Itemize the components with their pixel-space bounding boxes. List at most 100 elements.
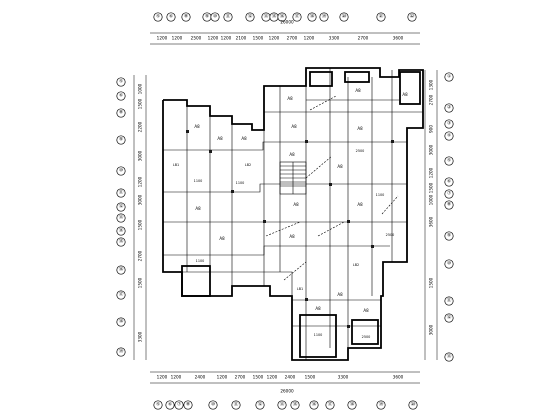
column bbox=[186, 130, 189, 133]
bottom-axis-bubble: ⑪ bbox=[231, 400, 241, 410]
left-axis-bubble: ⑫ bbox=[116, 202, 126, 212]
svg-text:⑭: ⑭ bbox=[119, 227, 124, 234]
left-axis-bubble: ⑭ bbox=[116, 226, 126, 236]
dimension-value: 2700 bbox=[358, 36, 369, 41]
top-axis-bubble: ⑨ bbox=[202, 12, 212, 22]
room-label: A8 bbox=[293, 202, 299, 207]
top-axis-bubble: ⑪ bbox=[223, 12, 233, 22]
svg-text:⑥: ⑥ bbox=[168, 402, 172, 408]
inner-wall bbox=[163, 245, 390, 256]
column bbox=[305, 298, 308, 301]
svg-text:①: ① bbox=[447, 74, 451, 80]
svg-text:⑳: ⑳ bbox=[342, 13, 347, 20]
svg-text:⑱: ⑱ bbox=[350, 401, 355, 408]
dimension-total: 26000 bbox=[280, 20, 294, 25]
svg-text:⑬: ⑬ bbox=[280, 401, 285, 408]
dimension-value: 1200 bbox=[157, 375, 168, 380]
right-axis-bubbles: ① ② ③ ④ ⑤ ⑥ ⑦ ⑧ ⑨ ⑩ ⑪ ⑫ ⑬ bbox=[444, 72, 454, 362]
dimension-value: 1200 bbox=[157, 36, 168, 41]
dimension-value: 1200 bbox=[269, 36, 280, 41]
right-axis-bubble: ⑧ bbox=[444, 200, 454, 210]
column bbox=[209, 150, 212, 153]
svg-text:⑨: ⑨ bbox=[447, 233, 451, 239]
right-axis-bubble: ① bbox=[444, 72, 454, 82]
dimension-value: 2700 bbox=[429, 94, 434, 105]
diagonal-beam bbox=[283, 261, 307, 281]
dimension-value: 2700 bbox=[287, 36, 298, 41]
diagonal-beam bbox=[305, 155, 333, 179]
bottom-axis-bubble: ⑯ bbox=[309, 400, 319, 410]
beam-note: LB1 bbox=[297, 287, 303, 291]
top-axis-bubble: ㉒ bbox=[407, 12, 417, 22]
dimension-value: 3000 bbox=[138, 194, 143, 205]
dimension-value: 1300 bbox=[429, 79, 434, 90]
svg-text:⑱: ⑱ bbox=[310, 13, 315, 20]
diagonal-beam bbox=[317, 221, 345, 237]
left-axis-bubble: ⑬ bbox=[116, 213, 126, 223]
dimension-value: 900 bbox=[429, 125, 434, 133]
column bbox=[305, 140, 308, 143]
left-axis-bubble: ⑨ bbox=[116, 135, 126, 145]
balcony-outline bbox=[351, 319, 379, 345]
svg-text:⑧: ⑧ bbox=[447, 202, 451, 208]
svg-text:⑤: ⑤ bbox=[156, 402, 160, 408]
dimension-value: 1500 bbox=[138, 277, 143, 288]
svg-text:⑲: ⑲ bbox=[379, 401, 384, 408]
dimension-value: 2500 bbox=[191, 36, 202, 41]
dimension-value: 2700 bbox=[235, 375, 246, 380]
inner-wall bbox=[182, 271, 381, 301]
dimension-value: 1500 bbox=[305, 375, 316, 380]
dimension-value: 1200 bbox=[267, 375, 278, 380]
svg-text:⑮: ⑮ bbox=[293, 401, 298, 408]
svg-text:⑯: ⑯ bbox=[312, 401, 317, 408]
svg-text:⑲: ⑲ bbox=[322, 13, 327, 20]
beam-note: 1100 bbox=[376, 193, 385, 197]
room-label: A8 bbox=[195, 206, 201, 211]
right-axis-bubble: ⑫ bbox=[444, 313, 454, 323]
top-axis-bubble: ⑧ bbox=[181, 12, 191, 22]
right-axis-bubble: ⑩ bbox=[444, 259, 454, 269]
room-label: A8 bbox=[217, 136, 223, 141]
beam-note: 2500 bbox=[362, 335, 371, 339]
svg-text:⑪: ⑪ bbox=[226, 13, 231, 20]
svg-text:⑬: ⑬ bbox=[447, 353, 452, 360]
room-label: A8 bbox=[363, 308, 369, 313]
svg-text:⑤: ⑤ bbox=[156, 14, 160, 20]
right-axis-bubble: ⑨ bbox=[444, 231, 454, 241]
svg-text:⑫: ⑫ bbox=[258, 401, 263, 408]
right-axis-bubble: ⑤ bbox=[444, 156, 454, 166]
right-axis-bubble: ⑥ bbox=[444, 177, 454, 187]
svg-text:⑮: ⑮ bbox=[119, 238, 124, 245]
dimension-value: 3000 bbox=[138, 150, 143, 161]
dimension-value: 2100 bbox=[236, 36, 247, 41]
beam-note: LB2 bbox=[353, 263, 359, 267]
dimension-value: 1500 bbox=[138, 98, 143, 109]
bottom-axis-bubble: ⑫ bbox=[255, 400, 265, 410]
bottom-axis-bubble: ⑦ bbox=[174, 400, 184, 410]
svg-text:⑬: ⑬ bbox=[264, 13, 269, 20]
svg-text:②: ② bbox=[447, 105, 451, 111]
svg-text:⑫: ⑫ bbox=[447, 314, 452, 321]
right-dimension-chain: 1300 2700 900 3000 1200 1500 1000 3600 1… bbox=[424, 70, 438, 360]
right-axis-bubble: ⑪ bbox=[444, 296, 454, 306]
beam-note: 1100 bbox=[236, 181, 245, 185]
right-axis-bubble: ② bbox=[444, 103, 454, 113]
right-axis-bubble: ③ bbox=[444, 119, 454, 129]
bottom-dimension-chain: 1200 1200 2400 1200 2700 1500 1200 2400 … bbox=[150, 371, 420, 394]
beam-note: 1100 bbox=[194, 179, 203, 183]
inner-wall bbox=[163, 141, 407, 151]
column bbox=[391, 140, 394, 143]
top-axis-bubble: ⑲ bbox=[319, 12, 329, 22]
bottom-axis-bubble: ⑲ bbox=[376, 400, 386, 410]
svg-text:⑫: ⑫ bbox=[119, 203, 124, 210]
svg-text:⑳: ⑳ bbox=[411, 401, 416, 408]
dimension-value: 1000 bbox=[429, 194, 434, 205]
right-axis-bubble: ⑬ bbox=[444, 352, 454, 362]
svg-text:⑥: ⑥ bbox=[119, 93, 123, 99]
left-axis-bubble: ⑤ bbox=[116, 77, 126, 87]
column bbox=[263, 220, 266, 223]
column bbox=[347, 325, 350, 328]
top-axis-bubble: ⑫ bbox=[245, 12, 255, 22]
plan-notes: LB1 LB2 1100 1100 2500 1100 2500 1100 LB… bbox=[173, 149, 395, 339]
svg-text:⑥: ⑥ bbox=[447, 179, 451, 185]
